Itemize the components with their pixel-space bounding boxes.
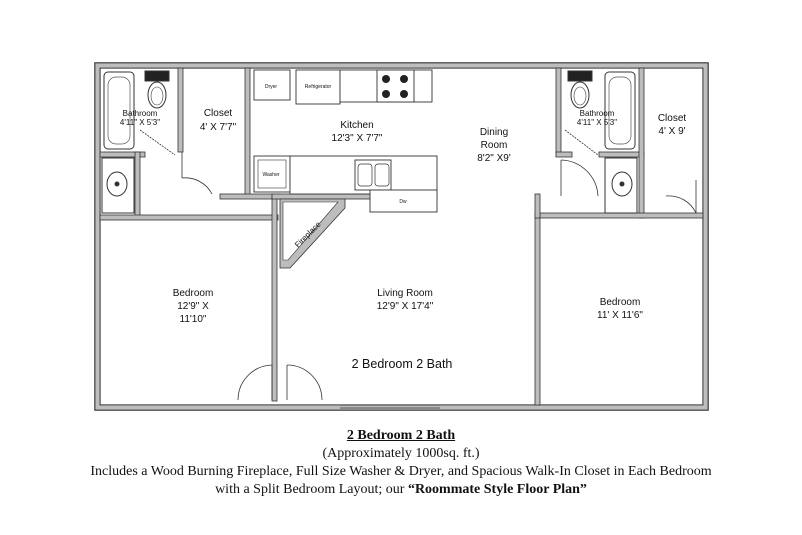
floor-plan: Bathroom 4'11" X 5'3" Closet 4' X 7'7" K…	[94, 62, 709, 411]
plan-title: 2 Bedroom 2 Bath	[352, 357, 453, 371]
wall	[219, 193, 281, 200]
caption-line2-text: with a Split Bedroom Layout; our	[215, 482, 408, 497]
caption-area: (Approximately 1000sq. ft.)	[322, 446, 480, 461]
stove-burners	[382, 75, 408, 98]
wall	[177, 67, 184, 153]
dim-closet-right: 4' X 9'	[658, 126, 685, 137]
label-dining-room: Room	[481, 140, 508, 151]
sink-right	[604, 157, 638, 214]
wall	[555, 67, 562, 157]
label-bedroom-left: Bedroom	[173, 288, 214, 299]
wall	[555, 151, 573, 158]
wall	[598, 151, 645, 158]
washer	[253, 155, 291, 193]
caption-line2-bold: “Roommate Style Floor Plan”	[407, 482, 587, 497]
label-bath-left: Bathroom	[123, 109, 158, 118]
wall	[534, 193, 541, 219]
door-arc	[665, 195, 697, 214]
label-dishwasher: Dw	[399, 199, 407, 205]
door-arc	[560, 159, 599, 197]
door-arc	[286, 364, 323, 401]
dim-kitchen: 12'3" X 7'7"	[332, 133, 383, 144]
washer-drum	[257, 159, 287, 189]
dim-bedroom-left-1: 12'9" X	[177, 301, 209, 312]
wall	[534, 212, 541, 406]
label-bath-right: Bathroom	[580, 109, 615, 118]
label-closet-right: Closet	[658, 113, 687, 124]
stove	[376, 69, 415, 103]
label-closet-left: Closet	[204, 108, 233, 119]
dim-dining: 8'2" X9'	[477, 153, 511, 164]
door-arc	[564, 129, 599, 156]
dim-bath-right: 4'11" X 5'3"	[577, 118, 617, 127]
bathtub-right-basin	[608, 76, 632, 145]
wall	[271, 195, 278, 402]
dim-bedroom-left-2: 11'10"	[180, 314, 207, 325]
caption-line2: with a Split Bedroom Layout; our “Roomma…	[0, 481, 802, 499]
label-refrigerator: Refrigerator	[305, 84, 332, 90]
dim-bedroom-right: 11' X 11'6"	[597, 310, 643, 321]
label-washer: Washer	[262, 172, 279, 178]
wall	[638, 67, 645, 219]
kitchen-sink	[354, 159, 392, 191]
wall	[244, 67, 251, 199]
label-dining: Dining	[480, 127, 508, 138]
label-bedroom-right: Bedroom	[600, 297, 641, 308]
dryer	[253, 69, 291, 101]
sink-left	[101, 157, 135, 214]
refrigerator	[295, 69, 341, 105]
dishwasher	[369, 189, 438, 213]
label-dryer: Dryer	[265, 84, 278, 90]
dim-closet-left: 4' X 7'7"	[200, 122, 237, 133]
door-arc	[181, 177, 213, 195]
fireplace-inner	[282, 201, 339, 261]
caption-title: 2 Bedroom 2 Bath	[346, 428, 456, 443]
dim-bath-left: 4'11" X 5'3"	[120, 118, 160, 127]
wall	[99, 214, 279, 221]
wall	[134, 151, 141, 219]
caption: 2 Bedroom 2 Bath (Approximately 1000sq. …	[0, 427, 802, 499]
bathtub-left-basin	[107, 76, 131, 145]
wall	[99, 151, 146, 158]
toilet-left	[144, 70, 170, 109]
label-kitchen: Kitchen	[340, 120, 373, 131]
door-arc	[237, 364, 273, 401]
dim-living-room: 12'9" X 17'4"	[377, 301, 434, 312]
label-living-room: Living Room	[377, 288, 433, 299]
wall	[534, 212, 704, 219]
outer-wall-fill	[94, 62, 709, 411]
toilet-right	[567, 70, 593, 109]
kitchen-sink-basins	[357, 163, 390, 187]
door-arc	[139, 129, 176, 156]
caption-line1: Includes a Wood Burning Fireplace, Full …	[90, 464, 712, 479]
